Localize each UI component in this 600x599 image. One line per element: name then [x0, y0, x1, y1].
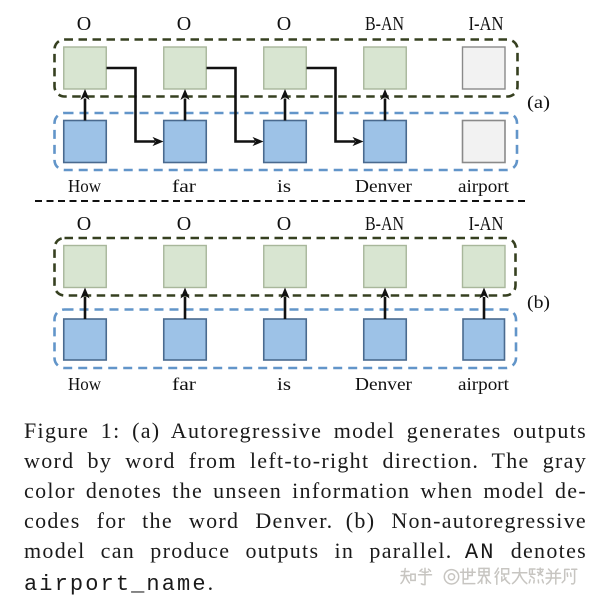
svg-text:(a): (a) [527, 92, 550, 112]
svg-text:(b): (b) [527, 292, 550, 312]
svg-text:O: O [277, 213, 291, 235]
svg-text:O: O [77, 213, 91, 235]
svg-text:O: O [77, 13, 91, 35]
svg-text:I-AN: I-AN [469, 213, 504, 235]
svg-text:airport: airport [458, 176, 509, 196]
svg-text:is: is [277, 176, 291, 196]
svg-text:How: How [68, 374, 101, 394]
svg-text:Denver: Denver [355, 176, 412, 196]
svg-text:How: How [68, 176, 101, 196]
svg-text:is: is [277, 374, 291, 394]
svg-text:far: far [172, 374, 196, 394]
svg-text:airport: airport [458, 374, 509, 394]
svg-text:O: O [277, 13, 291, 35]
svg-text:B-AN: B-AN [365, 213, 404, 235]
svg-text:O: O [177, 13, 191, 35]
svg-text:B-AN: B-AN [365, 13, 404, 35]
svg-text:I-AN: I-AN [469, 13, 504, 35]
svg-text:O: O [177, 213, 191, 235]
svg-text:far: far [172, 176, 196, 196]
svg-text:Denver: Denver [355, 374, 412, 394]
